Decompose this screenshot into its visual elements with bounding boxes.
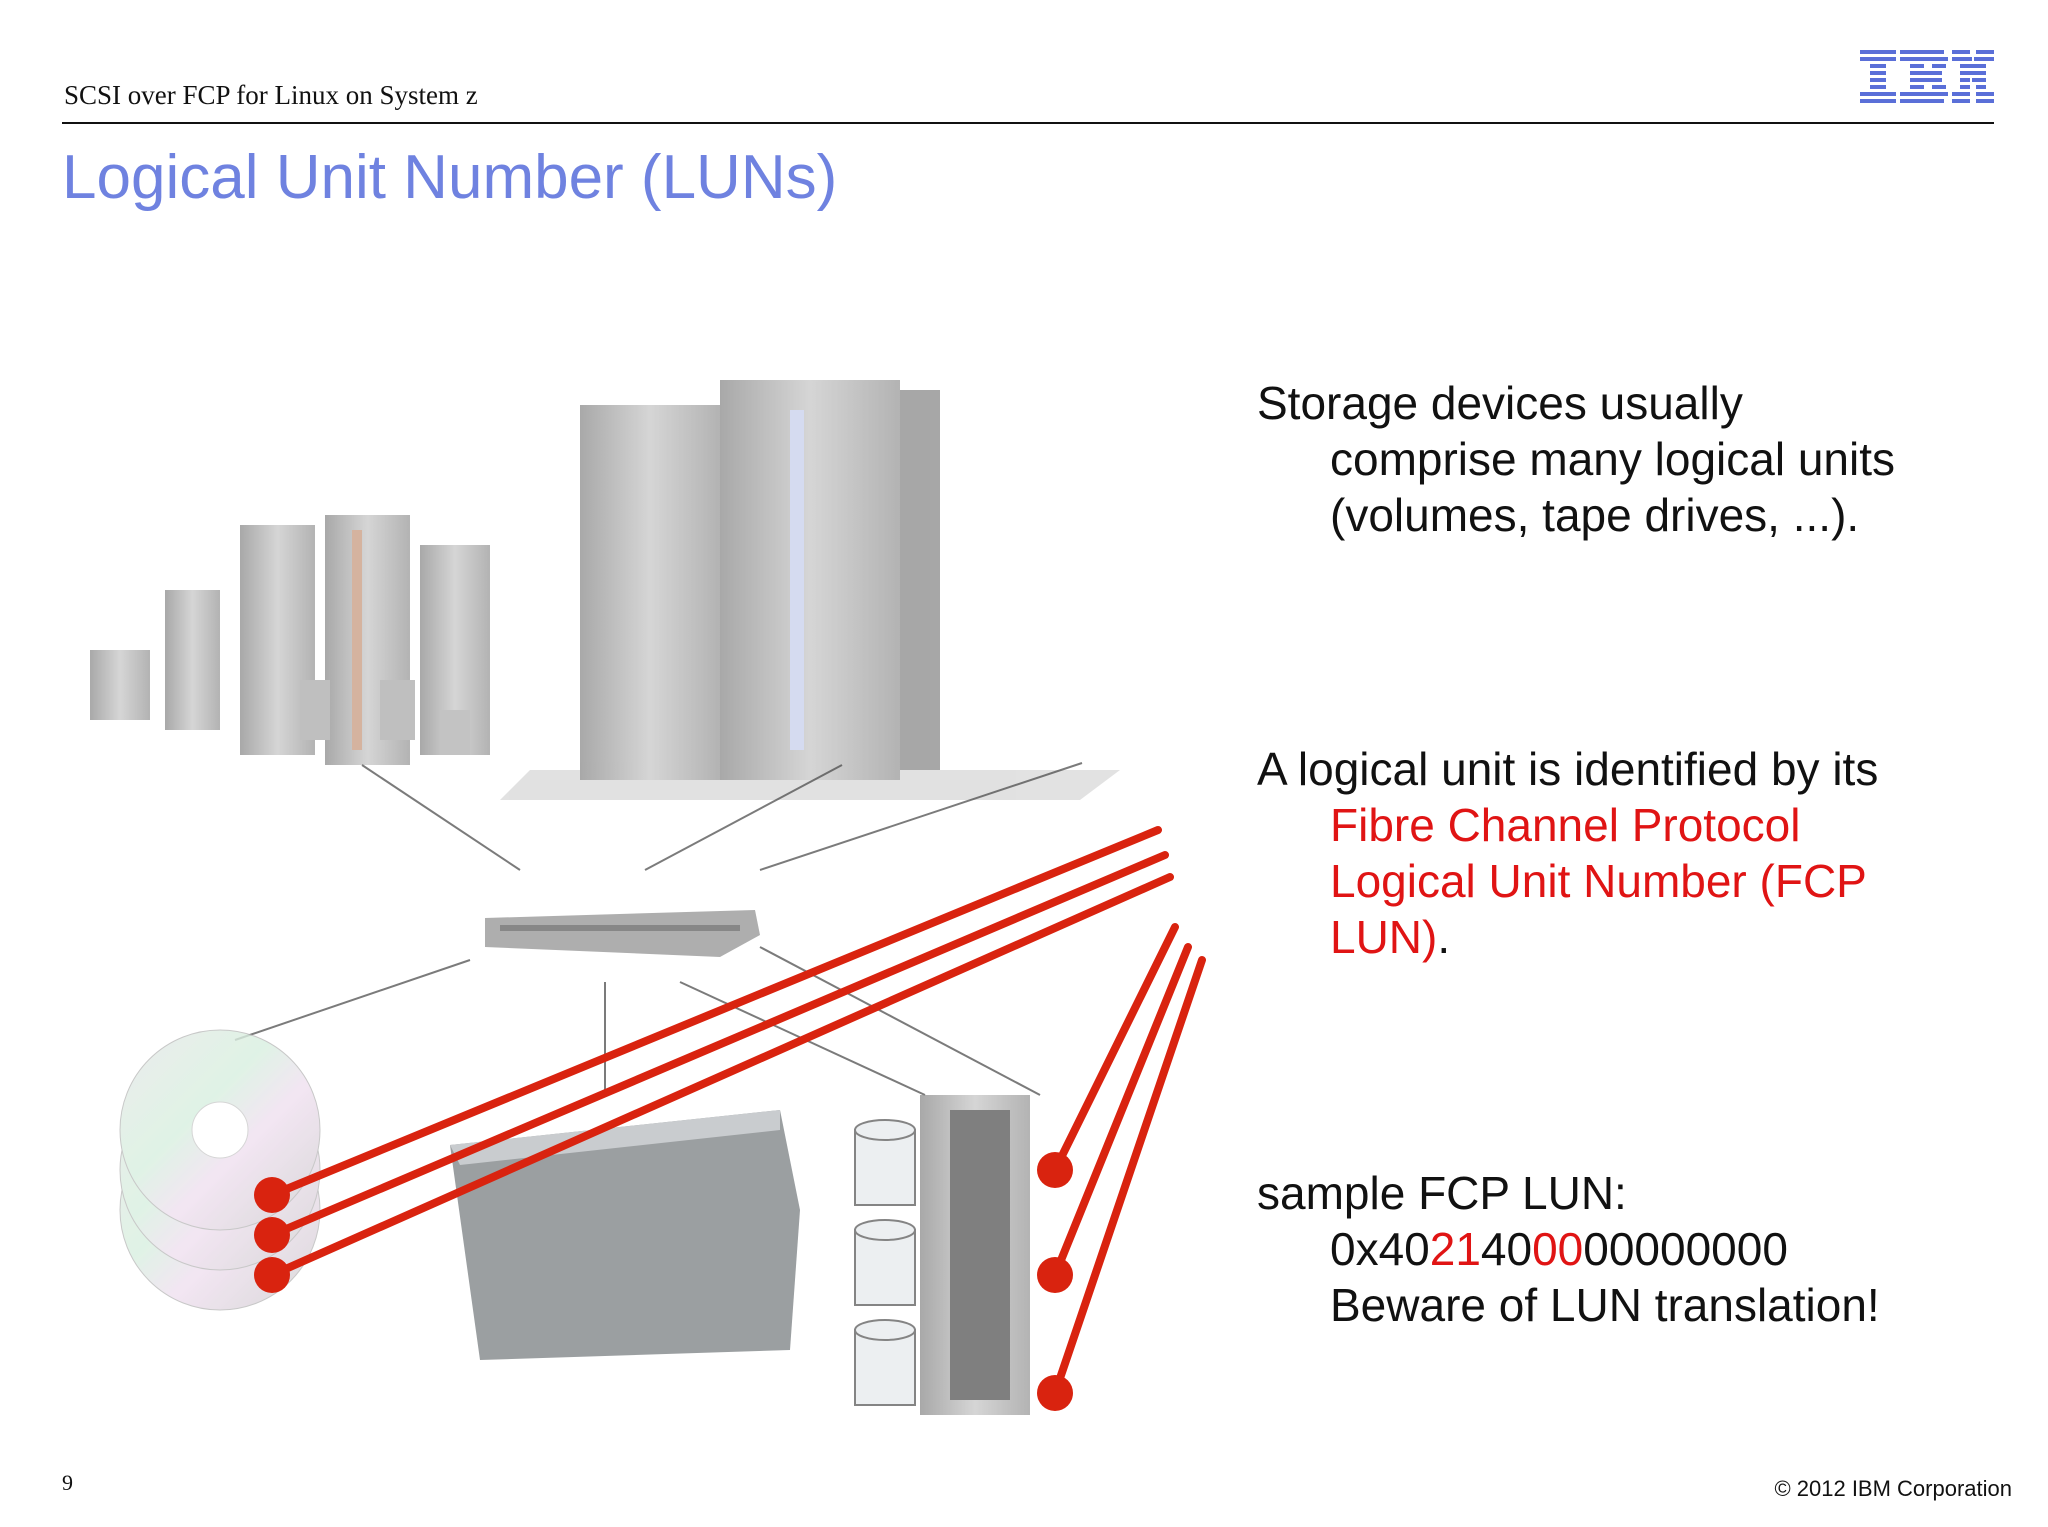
- p1-line1: Storage devices usually: [1257, 377, 1743, 429]
- slide-title: Logical Unit Number (LUNs): [62, 143, 838, 212]
- storage-network-diagram: [90, 380, 1206, 1415]
- sample-lun-value: 0x4021400000000000: [1330, 1223, 1788, 1275]
- storage-array-icon: [450, 1110, 800, 1360]
- slide-number: 9: [62, 1470, 73, 1495]
- ibm-logo: [1860, 50, 1994, 103]
- p1-line3: (volumes, tape drives, ...).: [1330, 489, 1860, 541]
- tape-library-icon: [920, 1095, 1030, 1415]
- copyright: © 2012 IBM Corporation: [1774, 1476, 2012, 1501]
- p2-tail: .: [1437, 911, 1451, 963]
- fc-switch-icon: [485, 910, 760, 957]
- lun-links: [268, 826, 1206, 1397]
- server-group-icon: [90, 515, 490, 765]
- paragraph-sample-lun: sample FCP LUN: 0x4021400000000000 Bewar…: [1257, 1165, 1997, 1333]
- p2-line4: LUN): [1330, 911, 1438, 963]
- header-title: SCSI over FCP for Linux on System z: [64, 80, 478, 110]
- header-rule: [62, 122, 1994, 124]
- mainframe-icon: [500, 380, 1120, 800]
- disk-cylinders-icon: [854, 1119, 916, 1406]
- p2-line1: A logical unit is identified by its: [1257, 743, 1879, 795]
- p2-line2: Fibre Channel Protocol: [1330, 799, 1801, 851]
- lun-endpoints: [254, 1152, 1073, 1411]
- p3-line1: sample FCP LUN:: [1257, 1167, 1627, 1219]
- paragraph-logical-unit: A logical unit is identified by its Fibr…: [1257, 741, 1997, 965]
- p3-line3: Beware of LUN translation!: [1330, 1279, 1880, 1331]
- p1-line2: comprise many logical units: [1330, 433, 1896, 485]
- p2-line3: Logical Unit Number (FCP: [1330, 855, 1867, 907]
- paragraph-storage-devices: Storage devices usually comprise many lo…: [1257, 375, 1997, 543]
